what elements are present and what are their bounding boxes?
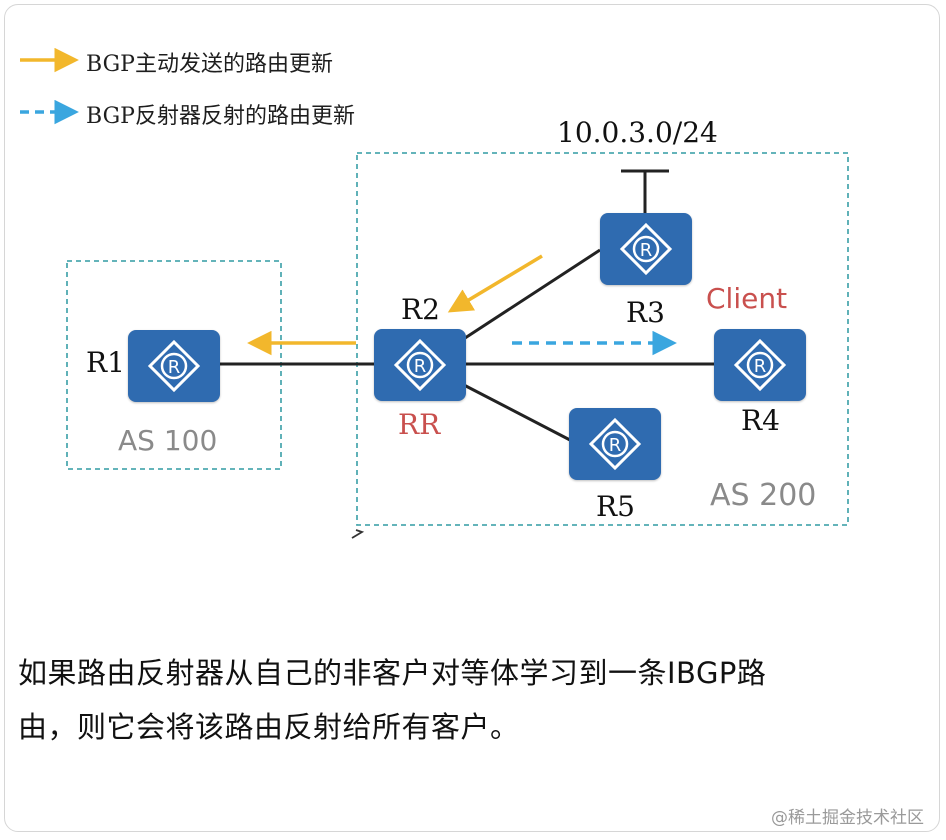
router-icon: R [733, 338, 787, 392]
legend-active-label: BGP主动发送的路由更新 [86, 52, 333, 77]
link-r2-r5 [461, 382, 571, 442]
svg-text:R: R [640, 240, 653, 261]
router-r2-role-label: RR [398, 408, 441, 441]
router-icon: R [619, 222, 673, 276]
network-prefix-label: 10.0.3.0/24 [557, 116, 718, 149]
svg-text:R: R [754, 356, 767, 377]
router-r4[interactable]: R [714, 329, 806, 401]
router-r4-role-label: Client [706, 282, 788, 315]
diagram-frame [4, 4, 940, 832]
router-r3[interactable]: R [600, 213, 692, 285]
svg-text:R: R [609, 435, 622, 456]
router-r4-label: R4 [741, 404, 780, 437]
router-r2[interactable]: R [374, 329, 466, 401]
caption-line-1: 如果路由反射器从自己的非客户对等体学习到一条IBGP路 [18, 656, 767, 690]
caption-line-2: 由，则它会将该路由反射给所有客户。 [18, 710, 520, 744]
legend-reflected-label: BGP反射器反射的路由更新 [86, 104, 355, 129]
svg-text:R: R [414, 356, 427, 377]
router-r1-label: R1 [86, 346, 125, 379]
router-icon: R [588, 417, 642, 471]
router-r1[interactable]: R [128, 330, 220, 402]
as200-label: AS 200 [710, 478, 817, 513]
as200-area [356, 152, 849, 526]
router-icon: R [147, 339, 201, 393]
router-r3-label: R3 [626, 296, 665, 329]
active-update-arrow-r3-r2 [447, 254, 543, 313]
router-r2-label: R2 [401, 293, 440, 326]
as100-label: AS 100 [118, 424, 218, 457]
as200-corner-mark [351, 529, 365, 539]
link-r2-r3 [461, 248, 601, 342]
watermark: @稀土掘金技术社区 [771, 808, 924, 828]
router-r5[interactable]: R [569, 408, 661, 480]
router-r5-label: R5 [596, 490, 635, 523]
router-icon: R [393, 338, 447, 392]
svg-text:R: R [168, 357, 181, 378]
